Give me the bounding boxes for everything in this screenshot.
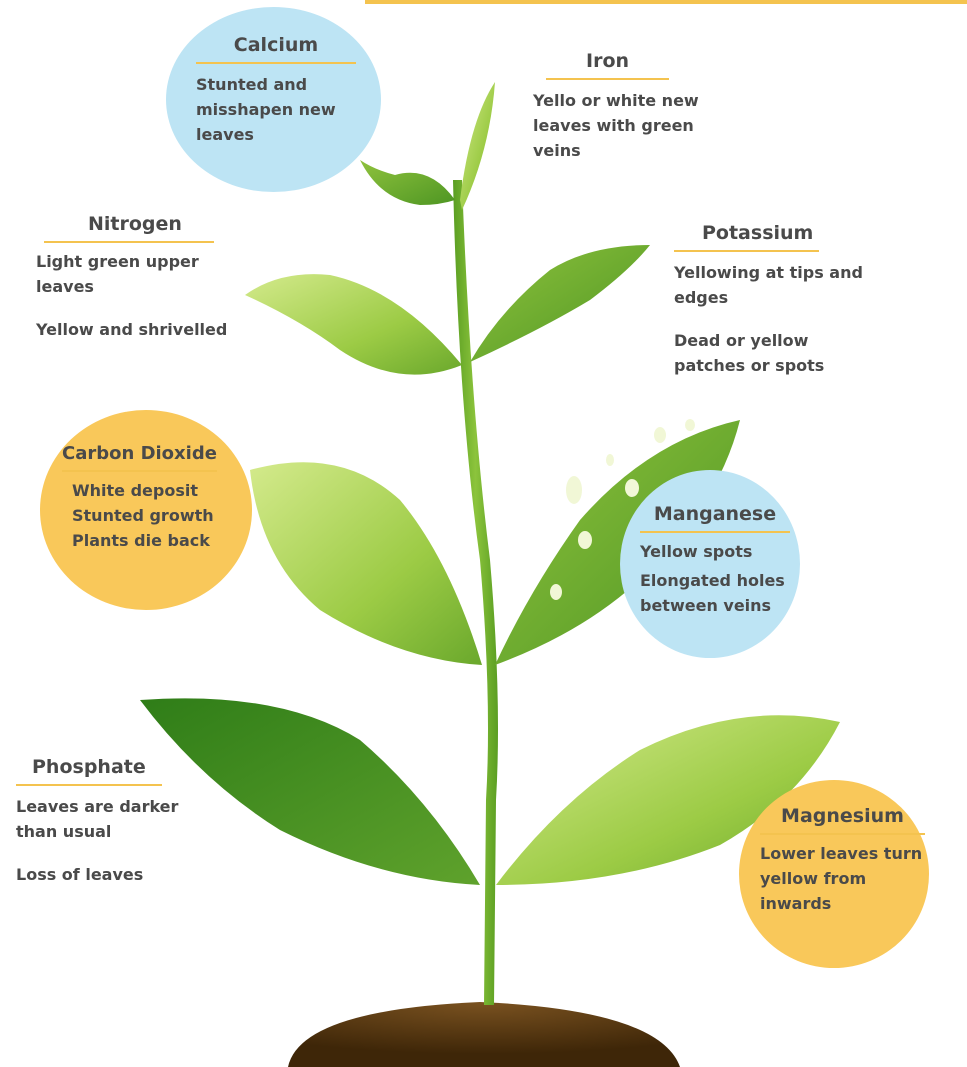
phosphate-symptom-2: Loss of leaves xyxy=(16,862,236,887)
soil-mound xyxy=(288,1002,680,1067)
carbon-dioxide-symptom-1: White deposit xyxy=(72,478,242,503)
potassium-symptom-2: Dead or yellow patches or spots xyxy=(674,328,904,378)
carbon-dioxide-panel: Carbon Dioxide White deposit Stunted gro… xyxy=(62,443,242,553)
nitrogen-title: Nitrogen xyxy=(44,213,214,243)
nitrogen-symptom-1: Light green upper leaves xyxy=(36,249,266,299)
top-leaf-left xyxy=(360,160,455,205)
middle-left-leaf xyxy=(250,462,482,665)
top-leaf-right xyxy=(460,82,495,210)
calcium-title: Calcium xyxy=(196,34,356,64)
manganese-panel: Manganese Yellow spots Elongated holes b… xyxy=(640,503,790,618)
nitrogen-panel: Nitrogen Light green upper leaves Yellow… xyxy=(36,213,266,342)
carbon-dioxide-symptom-2: Stunted growth xyxy=(72,503,242,528)
magnesium-symptom: Lower leaves turn yellow from inwards xyxy=(760,841,925,916)
nitrogen-symptom-2: Yellow and shrivelled xyxy=(36,317,266,342)
upper-left-leaf xyxy=(245,274,462,374)
magnesium-title: Magnesium xyxy=(760,805,925,835)
carbon-dioxide-title: Carbon Dioxide xyxy=(62,443,217,472)
calcium-panel: Calcium Stunted and misshapen new leaves xyxy=(196,34,356,147)
iron-panel: Iron Yello or white new leaves with gree… xyxy=(533,50,753,163)
upper-right-leaf xyxy=(470,245,650,362)
carbon-dioxide-symptom-3: Plants die back xyxy=(72,528,242,553)
magnesium-panel: Magnesium Lower leaves turn yellow from … xyxy=(760,805,925,916)
calcium-symptom: Stunted and misshapen new leaves xyxy=(196,72,356,147)
iron-title: Iron xyxy=(546,50,669,80)
phosphate-title: Phosphate xyxy=(16,756,162,786)
potassium-symptom-1: Yellowing at tips and edges xyxy=(674,260,904,310)
manganese-title: Manganese xyxy=(640,503,790,533)
potassium-title: Potassium xyxy=(674,222,819,252)
phosphate-panel: Phosphate Leaves are darker than usual L… xyxy=(16,756,236,887)
iron-symptom: Yello or white new leaves with green vei… xyxy=(533,88,753,163)
manganese-symptom-1: Yellow spots xyxy=(640,539,790,564)
manganese-symptom-2: Elongated holes between veins xyxy=(640,568,790,618)
phosphate-symptom-1: Leaves are darker than usual xyxy=(16,794,236,844)
potassium-panel: Potassium Yellowing at tips and edges De… xyxy=(674,222,904,378)
